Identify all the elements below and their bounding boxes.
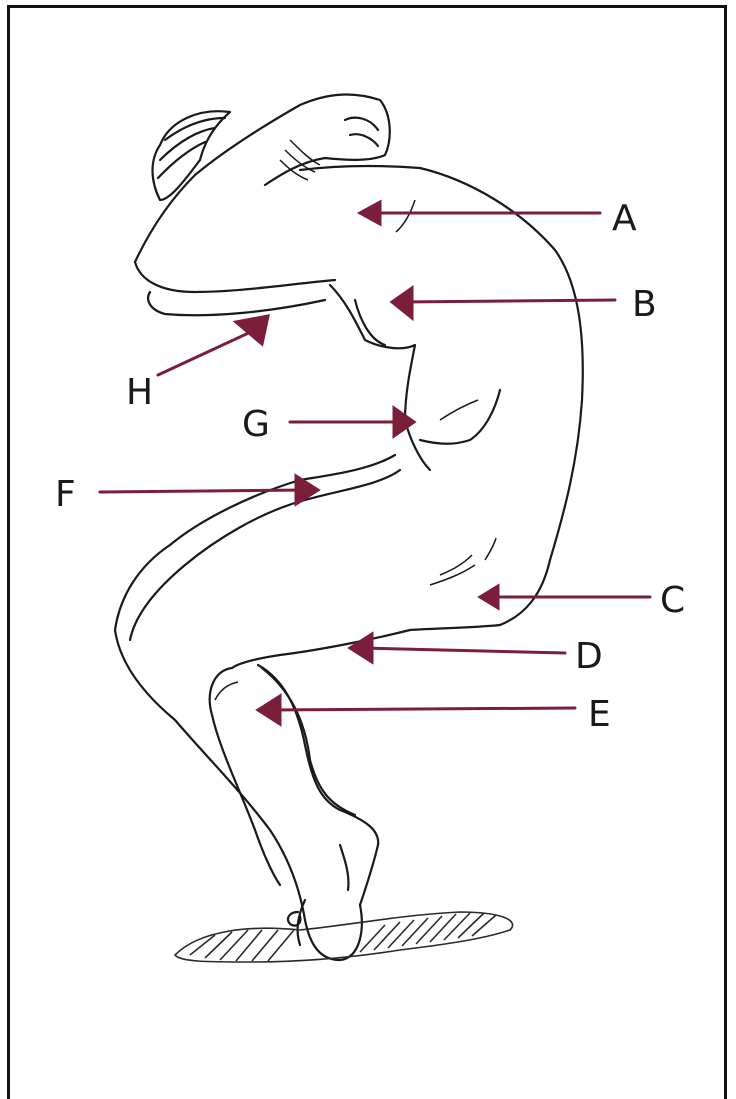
arrow-head-c [480, 586, 498, 608]
arrow-line-b [400, 300, 615, 302]
arrow-head-h [236, 316, 268, 344]
arrow-line-e [270, 708, 575, 710]
label-c: C [660, 580, 685, 621]
arrow-head-d [350, 634, 372, 662]
label-h: H [126, 372, 153, 413]
arrow-head-b [392, 288, 412, 318]
arrow-line-h [158, 330, 255, 375]
arrow-line-d [360, 648, 565, 653]
figure-outline [115, 95, 583, 960]
label-b: B [632, 284, 657, 325]
ground-shadow [175, 912, 513, 962]
label-f: F [55, 474, 76, 515]
label-a: A [612, 198, 637, 239]
label-d: D [575, 636, 603, 677]
arrow-head-e [258, 696, 280, 724]
arrow-line-f [100, 490, 305, 492]
arrow-head-a [360, 202, 380, 224]
arrow-head-g [394, 408, 414, 436]
label-e: E [588, 694, 611, 735]
label-g: G [242, 404, 270, 445]
